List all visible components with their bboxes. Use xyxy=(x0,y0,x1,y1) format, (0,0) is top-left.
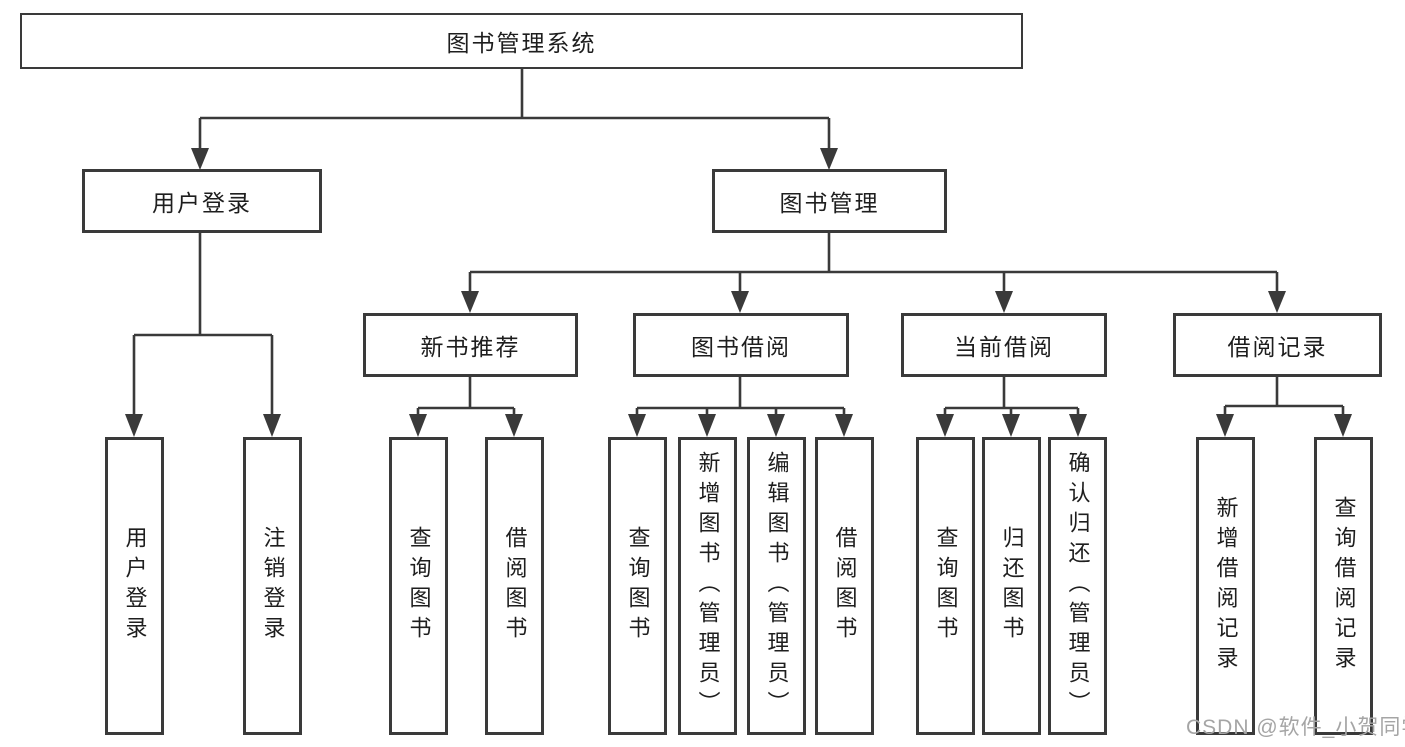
leaf-user-login: 用户登录 xyxy=(105,437,164,735)
leaf-query-borrow-record: 查询借阅记录 xyxy=(1314,437,1373,735)
leaf-label: 归还图书 xyxy=(999,526,1025,646)
arrow-down-icon xyxy=(698,414,716,437)
arrow-down-icon xyxy=(936,414,954,437)
node-current-borrowing: 当前借阅 xyxy=(901,313,1107,377)
arrow-down-icon xyxy=(731,291,749,313)
leaf-label: 用户登录 xyxy=(122,526,148,646)
connector-new-book-children xyxy=(409,377,523,437)
leaf-label: 查询借阅记录 xyxy=(1331,496,1357,676)
node-label: 图书管理 xyxy=(779,190,880,216)
node-library-management-system: 图书管理系统 xyxy=(20,13,1023,69)
connector-borrow-record-children xyxy=(1216,377,1352,437)
leaf-logout: 注销登录 xyxy=(243,437,302,735)
leaf-label: 新增图书（管理员） xyxy=(695,451,721,721)
node-label: 图书管理系统 xyxy=(446,30,597,56)
arrow-down-icon xyxy=(263,414,281,437)
leaf-label: 借阅图书 xyxy=(832,526,858,646)
arrow-down-icon xyxy=(191,148,209,170)
arrow-down-icon xyxy=(1069,414,1087,437)
leaf-label: 借阅图书 xyxy=(502,526,528,646)
leaf-label: 查询图书 xyxy=(625,526,651,646)
connector-user-login-children xyxy=(125,233,281,437)
arrow-down-icon xyxy=(505,414,523,437)
leaf-borrow-books-recommend: 借阅图书 xyxy=(485,437,544,735)
arrow-down-icon xyxy=(1268,291,1286,313)
arrow-down-icon xyxy=(1002,414,1020,437)
arrow-down-icon xyxy=(409,414,427,437)
node-label: 借阅记录 xyxy=(1227,334,1328,360)
connector-book-management-children xyxy=(461,233,1286,313)
arrow-down-icon xyxy=(628,414,646,437)
leaf-edit-books-admin: 编辑图书（管理员） xyxy=(747,437,806,735)
arrow-down-icon xyxy=(995,291,1013,313)
arrow-down-icon xyxy=(125,414,143,437)
leaf-label: 编辑图书（管理员） xyxy=(764,451,790,721)
watermark: CSDN @软件_小贺同学 xyxy=(1186,716,1405,739)
node-book-borrowing: 图书借阅 xyxy=(633,313,849,377)
connector-current-borrow-children xyxy=(936,377,1087,437)
leaf-query-books-recommend: 查询图书 xyxy=(389,437,448,735)
leaf-query-books-current: 查询图书 xyxy=(916,437,975,735)
leaf-add-books-admin: 新增图书（管理员） xyxy=(678,437,737,735)
node-book-management: 图书管理 xyxy=(712,169,947,233)
leaf-query-books-borrow: 查询图书 xyxy=(608,437,667,735)
leaf-label: 查询图书 xyxy=(933,526,959,646)
node-label: 图书借阅 xyxy=(691,334,791,360)
arrow-down-icon xyxy=(1334,414,1352,437)
arrow-down-icon xyxy=(461,291,479,313)
arrow-down-icon xyxy=(767,414,785,437)
connector-root-branches xyxy=(191,69,838,170)
leaf-label: 查询图书 xyxy=(406,526,432,646)
leaf-label: 新增借阅记录 xyxy=(1213,496,1239,676)
leaf-return-books: 归还图书 xyxy=(982,437,1041,735)
node-borrowing-records: 借阅记录 xyxy=(1173,313,1382,377)
arrow-down-icon xyxy=(835,414,853,437)
node-label: 用户登录 xyxy=(152,190,252,216)
leaf-label: 确认归还（管理员） xyxy=(1065,451,1091,721)
node-label: 新书推荐 xyxy=(420,334,521,360)
leaf-label: 注销登录 xyxy=(260,526,286,646)
node-label: 当前借阅 xyxy=(954,334,1054,360)
leaf-borrow-books: 借阅图书 xyxy=(815,437,874,735)
arrow-down-icon xyxy=(1216,414,1234,437)
connector-book-borrow-children xyxy=(628,377,853,437)
leaf-confirm-return-admin: 确认归还（管理员） xyxy=(1048,437,1107,735)
node-user-login: 用户登录 xyxy=(82,169,322,233)
node-new-book-recommendation: 新书推荐 xyxy=(363,313,578,377)
arrow-down-icon xyxy=(820,148,838,170)
leaf-add-borrow-record: 新增借阅记录 xyxy=(1196,437,1255,735)
